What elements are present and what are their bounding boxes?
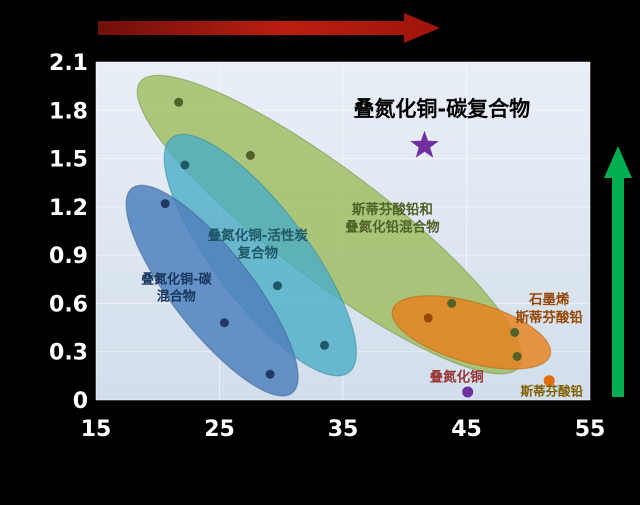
data-point — [462, 386, 474, 398]
data-point — [510, 327, 520, 337]
x-axis-trend-arrow — [98, 13, 440, 43]
x-tick-label: 15 — [81, 417, 112, 442]
data-point — [180, 160, 190, 170]
data-point — [174, 97, 184, 107]
data-point — [273, 281, 282, 291]
data-point — [160, 199, 170, 209]
y-tick-label: 0.3 — [49, 341, 88, 366]
y-tick-label: 1.5 — [49, 148, 88, 173]
y-tick-label: 1.2 — [49, 196, 88, 221]
data-point — [423, 313, 433, 323]
y-tick-label: 0.9 — [49, 244, 88, 269]
chart-title: 叠氮化铜-碳复合物 — [353, 97, 530, 121]
x-tick-label: 55 — [575, 417, 606, 442]
data-point — [219, 318, 229, 328]
x-tick-label: 45 — [451, 417, 482, 442]
star-marker — [410, 130, 439, 158]
y-axis-trend-arrow — [604, 146, 632, 397]
label-lead-styphnate-lead-azide-mixture: 斯蒂芬酸铅和叠氮化铅混合物 — [345, 201, 440, 236]
label-copper-azide: 叠氮化铜 — [430, 368, 484, 385]
y-tick-label: 0.6 — [49, 292, 88, 317]
cluster-copper-azide-carbon-mixture — [125, 184, 299, 397]
data-point — [447, 298, 457, 308]
data-point — [245, 150, 255, 160]
y-tick-label: 2.1 — [49, 51, 88, 76]
y-tick-label: 1.8 — [49, 99, 88, 124]
data-point — [512, 352, 522, 361]
label-lead-styphnate: 斯蒂芬酸铅 — [520, 384, 583, 399]
y-tick-label: 0 — [73, 389, 88, 414]
x-tick-label: 25 — [204, 417, 235, 442]
data-point — [543, 375, 555, 387]
x-tick-label: 35 — [328, 417, 359, 442]
cluster-graphene-lead-styphnate — [391, 295, 552, 370]
data-point — [320, 340, 329, 350]
data-point — [265, 369, 275, 379]
label-copper-azide-activated-carbon: 叠氮化铜-活性炭复合物 — [208, 227, 309, 262]
label-graphene-lead-styphnate: 石墨烯斯蒂芬酸铅 — [515, 291, 583, 326]
label-copper-azide-carbon-mixture: 叠氮化铜-碳混合物 — [141, 271, 212, 304]
